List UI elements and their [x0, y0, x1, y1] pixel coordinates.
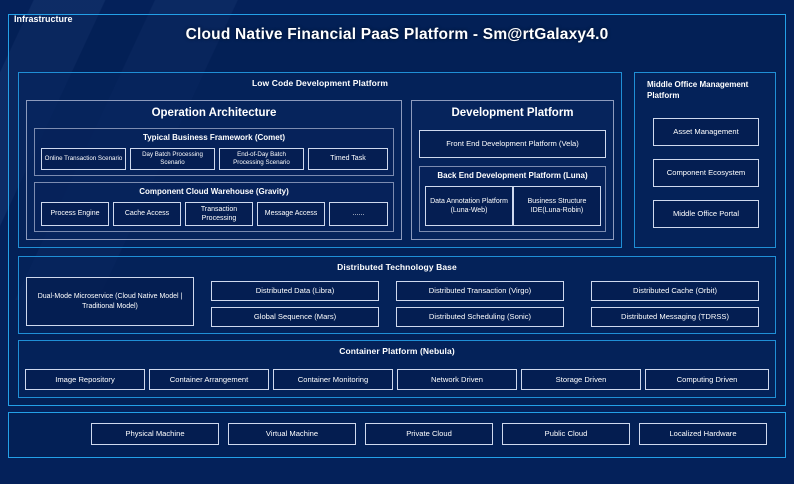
chip-public-cloud[interactable]: Public Cloud — [502, 423, 630, 445]
chip-physical-machine[interactable]: Physical Machine — [91, 423, 219, 445]
back-end-title: Back End Development Platform (Luna) — [437, 171, 588, 180]
component-cloud-warehouse-title: Component Cloud Warehouse (Gravity) — [139, 187, 289, 196]
chip-asset-management[interactable]: Asset Management — [653, 118, 759, 146]
chip-process-engine[interactable]: Process Engine — [41, 202, 109, 226]
chip-transaction-processing[interactable]: Transaction Processing — [185, 202, 253, 226]
container-platform-title: Container Platform (Nebula) — [339, 346, 455, 356]
page-title: Cloud Native Financial PaaS Platform - S… — [185, 26, 609, 43]
chip-distributed-transaction[interactable]: Distributed Transaction (Virgo) — [396, 281, 564, 301]
chip-virtual-machine[interactable]: Virtual Machine — [228, 423, 356, 445]
chip-global-sequence[interactable]: Global Sequence (Mars) — [211, 307, 379, 327]
distributed-base-title: Distributed Technology Base — [337, 262, 457, 272]
chip-business-structure-ide[interactable]: Business Structure IDE(Luna-Robin) — [513, 186, 601, 226]
chip-message-access[interactable]: Message Access — [257, 202, 325, 226]
operation-architecture-title: Operation Architecture — [151, 107, 277, 119]
development-platform-title: Development Platform — [451, 107, 574, 119]
low-code-title: Low Code Development Platform — [251, 78, 389, 88]
chip-component-ecosystem[interactable]: Component Ecosystem — [653, 159, 759, 187]
chip-front-end-development-platform[interactable]: Front End Development Platform (Vela) — [419, 130, 606, 158]
chip-end-of-day-batch-processing-scenario[interactable]: End-of-Day Batch Processing Scenario — [219, 148, 304, 170]
chip-computing-driven[interactable]: Computing Driven — [645, 369, 769, 390]
chip-distributed-cache[interactable]: Distributed Cache (Orbit) — [591, 281, 759, 301]
chip-more-ellipsis[interactable]: ...... — [329, 202, 388, 226]
typical-business-framework-title: Typical Business Framework (Comet) — [142, 133, 286, 142]
chip-localized-hardware[interactable]: Localized Hardware — [639, 423, 767, 445]
chip-storage-driven[interactable]: Storage Driven — [521, 369, 641, 390]
chip-data-annotation-platform[interactable]: Data Annotation Platform (Luna-Web) — [425, 186, 513, 226]
chip-middle-office-portal[interactable]: Middle Office Portal — [653, 200, 759, 228]
chip-dual-mode-microservice[interactable]: Dual-Mode Microservice (Cloud Native Mod… — [26, 277, 194, 326]
chip-day-batch-processing-scenario[interactable]: Day Batch Processing Scenario — [130, 148, 215, 170]
chip-container-monitoring[interactable]: Container Monitoring — [273, 369, 393, 390]
chip-cache-access[interactable]: Cache Access — [113, 202, 181, 226]
infrastructure-label: Infrastructure — [14, 14, 73, 24]
chip-distributed-scheduling[interactable]: Distributed Scheduling (Sonic) — [396, 307, 564, 327]
chip-container-arrangement[interactable]: Container Arrangement — [149, 369, 269, 390]
chip-distributed-data[interactable]: Distributed Data (Libra) — [211, 281, 379, 301]
chip-timed-task[interactable]: Timed Task — [308, 148, 388, 170]
chip-online-transaction-scenario[interactable]: Online Transaction Scenario — [41, 148, 126, 170]
chip-distributed-messaging[interactable]: Distributed Messaging (TDRSS) — [591, 307, 759, 327]
chip-network-driven[interactable]: Network Driven — [397, 369, 517, 390]
middle-office-title: Middle Office Management Platform — [647, 80, 749, 100]
chip-private-cloud[interactable]: Private Cloud — [365, 423, 493, 445]
chip-image-repository[interactable]: Image Repository — [25, 369, 145, 390]
